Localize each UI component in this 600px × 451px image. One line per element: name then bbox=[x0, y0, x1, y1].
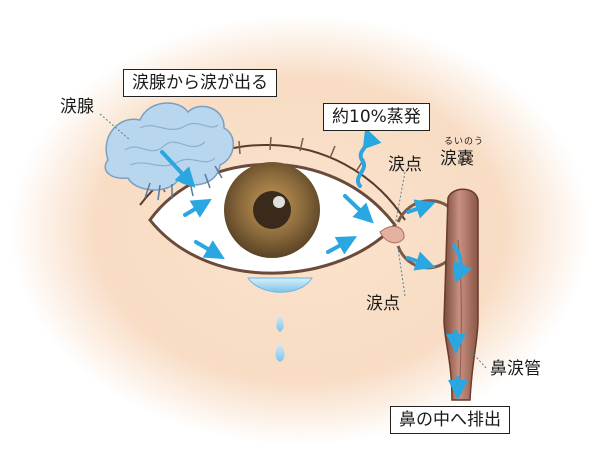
label-punctum-upper: 涙点 bbox=[388, 155, 422, 175]
label-lacrimal-sac: 涙嚢 bbox=[440, 149, 474, 169]
leader-punctum-lower bbox=[397, 247, 406, 297]
arrow-sac bbox=[452, 244, 472, 284]
tear-pool bbox=[247, 277, 313, 293]
tear-gland bbox=[104, 102, 234, 201]
arrow-left-down bbox=[194, 240, 225, 260]
label-nasolacrimal-duct: 鼻涙管 bbox=[490, 359, 541, 379]
label-punctum-lower: 涙点 bbox=[366, 294, 400, 314]
tear-drop-2 bbox=[275, 342, 285, 362]
tear-flow-arrows bbox=[160, 127, 472, 400]
arrow-gland-to-eye bbox=[160, 150, 196, 188]
arrow-upper-canal bbox=[406, 199, 436, 219]
leader-punctum-upper bbox=[394, 171, 406, 227]
leader-tear-gland bbox=[99, 113, 131, 141]
arrow-right-up bbox=[343, 194, 374, 224]
label-drain-to-nose: 鼻の中へ排出 bbox=[390, 406, 510, 434]
leader-nasolacrimal-duct bbox=[469, 349, 487, 369]
label-lacrimal-sac-ruby: るいのう bbox=[444, 137, 485, 147]
label-evaporation: 約10%蒸発 bbox=[323, 103, 430, 131]
eye-highlight bbox=[273, 196, 285, 208]
arrow-evaporation bbox=[356, 127, 382, 188]
arrow-lower-canal bbox=[406, 251, 436, 271]
pupil bbox=[253, 191, 291, 229]
label-tear-gland-flow: 涙腺から涙が出る bbox=[123, 69, 277, 97]
lacrimal-caruncle bbox=[379, 225, 405, 244]
arrow-right-down bbox=[326, 236, 358, 255]
tear-drop-1 bbox=[276, 314, 284, 332]
arrow-left-up bbox=[183, 198, 212, 218]
label-tear-gland: 涙腺 bbox=[60, 97, 94, 117]
